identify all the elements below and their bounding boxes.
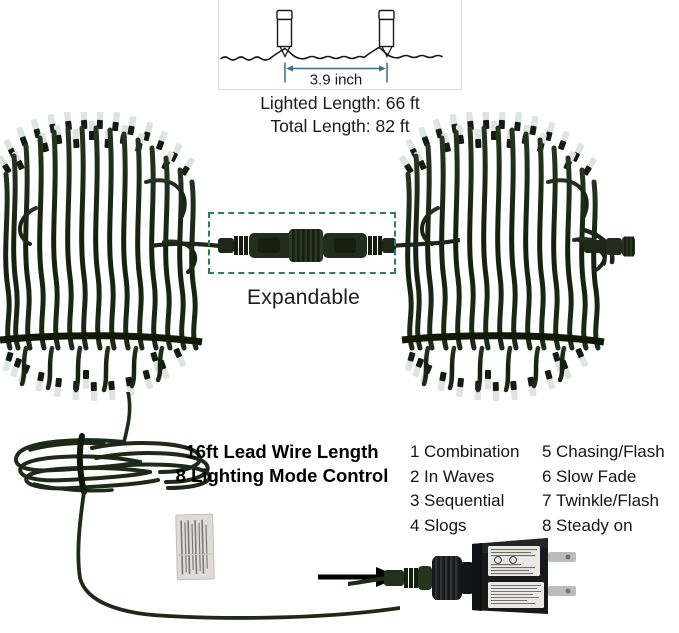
- headline-line-2: 8 Lighting Mode Control: [175, 465, 389, 486]
- headline-line-1: 16ft Lead Wire Length: [185, 441, 379, 462]
- mode-number: 1: [410, 442, 420, 461]
- product-hang-tag: [175, 513, 215, 581]
- mode-label: Slogs: [424, 515, 467, 535]
- expandable-highlight-box: [208, 212, 396, 274]
- mode-label: Combination: [424, 442, 520, 461]
- mode-number: 6: [542, 466, 552, 486]
- mode-label: Sequential: [424, 491, 505, 510]
- light-bundle-left-drawing: [0, 112, 203, 402]
- lead-wire-coil: [0, 390, 402, 628]
- power-adapter: [345, 528, 578, 626]
- headline-text: 16ft Lead Wire Length 8 Lighting Mode Co…: [162, 440, 402, 488]
- adapter-label-upper: [488, 546, 540, 576]
- mode-label: Slow Fade: [556, 466, 637, 486]
- mode-label: Steady on: [556, 515, 633, 535]
- lead-wire-drawing: [14, 390, 402, 620]
- bulb-icon: [276, 9, 293, 58]
- total-length-text: Total Length: 82 ft: [270, 116, 410, 136]
- mode-label: In Waves: [424, 466, 495, 486]
- mode-number: 4: [410, 515, 420, 535]
- spacing-diagram-drawing: 3.9 inch: [220, 9, 443, 89]
- power-adapter-drawing: [345, 538, 576, 614]
- adapter-label-lower: [488, 582, 544, 608]
- mode-number: 2: [410, 466, 420, 486]
- light-bundle-right-drawing: [398, 112, 635, 402]
- bundle-tie: [0, 332, 203, 346]
- mode-number: 7: [542, 491, 552, 510]
- mode-number: 3: [410, 491, 420, 510]
- bundle-tie: [401, 332, 605, 346]
- bulb-spacing-diagram: 3.9 inch: [218, 0, 462, 90]
- length-specs: Lighted Length: 66 ft Total Length: 82 f…: [218, 92, 462, 138]
- expandable-label: Expandable: [247, 286, 360, 309]
- lighted-length-text: Lighted Length: 66 ft: [260, 93, 420, 113]
- hang-tag-drawing: [175, 513, 215, 581]
- mode-number: 5: [542, 442, 552, 461]
- end-connector: [576, 227, 635, 266]
- spacing-dimension-label: 3.9 inch: [310, 72, 363, 89]
- light-bundle-left: [0, 112, 226, 402]
- plug-prongs: [548, 552, 576, 596]
- expandable-connector: [147, 222, 463, 268]
- mode-label: Twinkle/Flash: [556, 491, 659, 510]
- mode-label: Chasing/Flash: [556, 442, 665, 461]
- bulb-icon: [378, 9, 395, 58]
- mode-number: 8: [542, 515, 552, 535]
- connector-drawing: [147, 229, 463, 262]
- light-bundle-right: [398, 112, 648, 402]
